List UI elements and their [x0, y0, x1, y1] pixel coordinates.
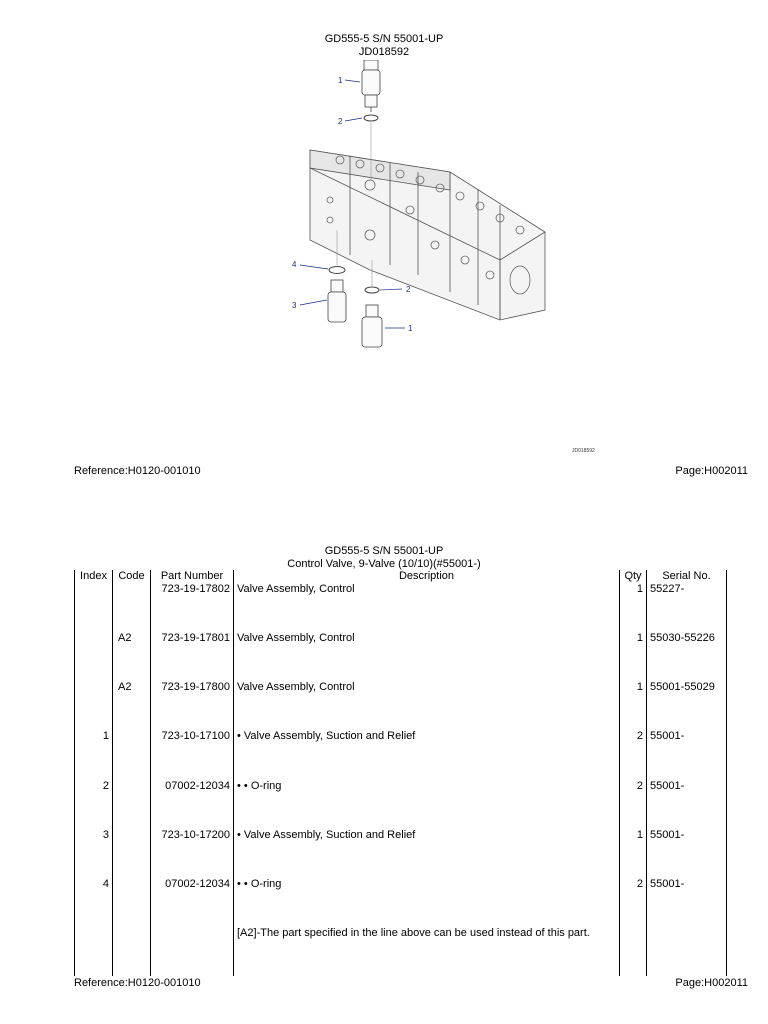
cell-qty: 2 [619, 779, 647, 829]
callout-2-lower: 2 [406, 285, 411, 294]
cell-part-number: 07002-12034 [150, 877, 234, 927]
cell-part-number: 723-19-17801 [150, 632, 234, 682]
sheet2-reference: Reference:H0120-001010 [74, 977, 201, 989]
sheet2-page: Page:H002011 [675, 977, 748, 989]
table-row: 1 723-10-17100 • Valve Assembly, Suction… [74, 730, 727, 780]
cell-serial: 55001- [646, 779, 727, 829]
cell-part-number [150, 926, 234, 976]
exploded-view-figure: 1 2 4 3 2 1 JD018592 [200, 59, 620, 460]
cell-code [112, 583, 151, 633]
cell-serial: 55001-55029 [646, 681, 727, 731]
cell-qty: 1 [619, 681, 647, 731]
relief-valve-1-lower [361, 304, 383, 348]
relief-valve-3 [327, 279, 347, 323]
cell-index: 3 [74, 828, 113, 878]
figure-watermark: JD018592 [572, 448, 595, 454]
cell-part-number: 07002-12034 [150, 779, 234, 829]
cell-serial: 55001- [646, 730, 727, 780]
cell-serial: 55001- [646, 828, 727, 878]
cell-part-number: 723-19-17802 [150, 583, 234, 633]
table-row: A2 723-19-17800 Valve Assembly, Control … [74, 681, 727, 731]
cell-code [112, 730, 151, 780]
cell-description: • Valve Assembly, Suction and Relief [233, 730, 620, 780]
cell-qty: 2 [619, 877, 647, 927]
cell-serial: 55001- [646, 877, 727, 927]
callout-2-top: 2 [338, 117, 343, 126]
cell-index: 4 [74, 877, 113, 927]
table-row: A2 723-19-17801 Valve Assembly, Control … [74, 632, 727, 682]
parts-table: Index Code Part Number Description Qty S… [74, 570, 727, 976]
cell-description: • • O-ring [233, 779, 620, 829]
cell-index [74, 926, 113, 976]
cell-code [112, 779, 151, 829]
cell-part-number: 723-10-17100 [150, 730, 234, 780]
cell-part-number: 723-19-17800 [150, 681, 234, 731]
cell-description: Valve Assembly, Control [233, 632, 620, 682]
header-index: Index [74, 570, 113, 583]
callout-1-top: 1 [338, 76, 343, 85]
cell-code: A2 [112, 681, 151, 731]
cell-code [112, 877, 151, 927]
sheet1-title: GD555-5 S/N 55001-UP [324, 33, 444, 45]
cell-description: • • O-ring [233, 877, 620, 927]
sheet1-reference: Reference:H0120-001010 [74, 465, 201, 477]
table-row: 4 07002-12034 • • O-ring 2 55001- [74, 877, 727, 927]
figure-id: JD018592 [358, 46, 410, 58]
table-note-row: [A2]-The part specified in the line abov… [74, 926, 727, 976]
sheet2-title: GD555-5 S/N 55001-UP [324, 545, 444, 557]
cell-description: Valve Assembly, Control [233, 583, 620, 633]
header-serial: Serial No. [646, 570, 727, 583]
header-qty: Qty [619, 570, 647, 583]
control-valve-block [309, 149, 546, 321]
callout-3: 3 [292, 301, 297, 310]
table-row: 2 07002-12034 • • O-ring 2 55001- [74, 779, 727, 829]
sheet2-subtitle: Control Valve, 9-Valve (10/10)(#55001-) [287, 558, 481, 570]
table-row: 3 723-10-17200 • Valve Assembly, Suction… [74, 828, 727, 878]
cell-index: 1 [74, 730, 113, 780]
cell-index [74, 632, 113, 682]
cell-index [74, 583, 113, 633]
cell-index: 2 [74, 779, 113, 829]
header-code: Code [112, 570, 151, 583]
cell-qty: 1 [619, 583, 647, 633]
cell-index [74, 681, 113, 731]
sheet1-page: Page:H002011 [675, 465, 748, 477]
cell-description: Valve Assembly, Control [233, 681, 620, 731]
header-description: Description [233, 570, 620, 583]
callout-1-lower: 1 [408, 324, 413, 333]
callout-4: 4 [292, 260, 297, 269]
cell-code: A2 [112, 632, 151, 682]
cell-serial [646, 926, 727, 976]
cell-code [112, 926, 151, 976]
cell-code [112, 828, 151, 878]
cell-qty: 2 [619, 730, 647, 780]
cell-qty: 1 [619, 828, 647, 878]
cell-qty [619, 926, 647, 976]
cell-part-number: 723-10-17200 [150, 828, 234, 878]
cell-note: [A2]-The part specified in the line abov… [233, 926, 620, 976]
table-header-row: Index Code Part Number Description Qty S… [74, 570, 727, 583]
cell-qty: 1 [619, 632, 647, 682]
header-part-number: Part Number [150, 570, 234, 583]
cell-serial: 55227- [646, 583, 727, 633]
cell-description: • Valve Assembly, Suction and Relief [233, 828, 620, 878]
cell-serial: 55030-55226 [646, 632, 727, 682]
relief-valve-top [361, 59, 381, 112]
table-row: 723-19-17802 Valve Assembly, Control 1 5… [74, 583, 727, 633]
